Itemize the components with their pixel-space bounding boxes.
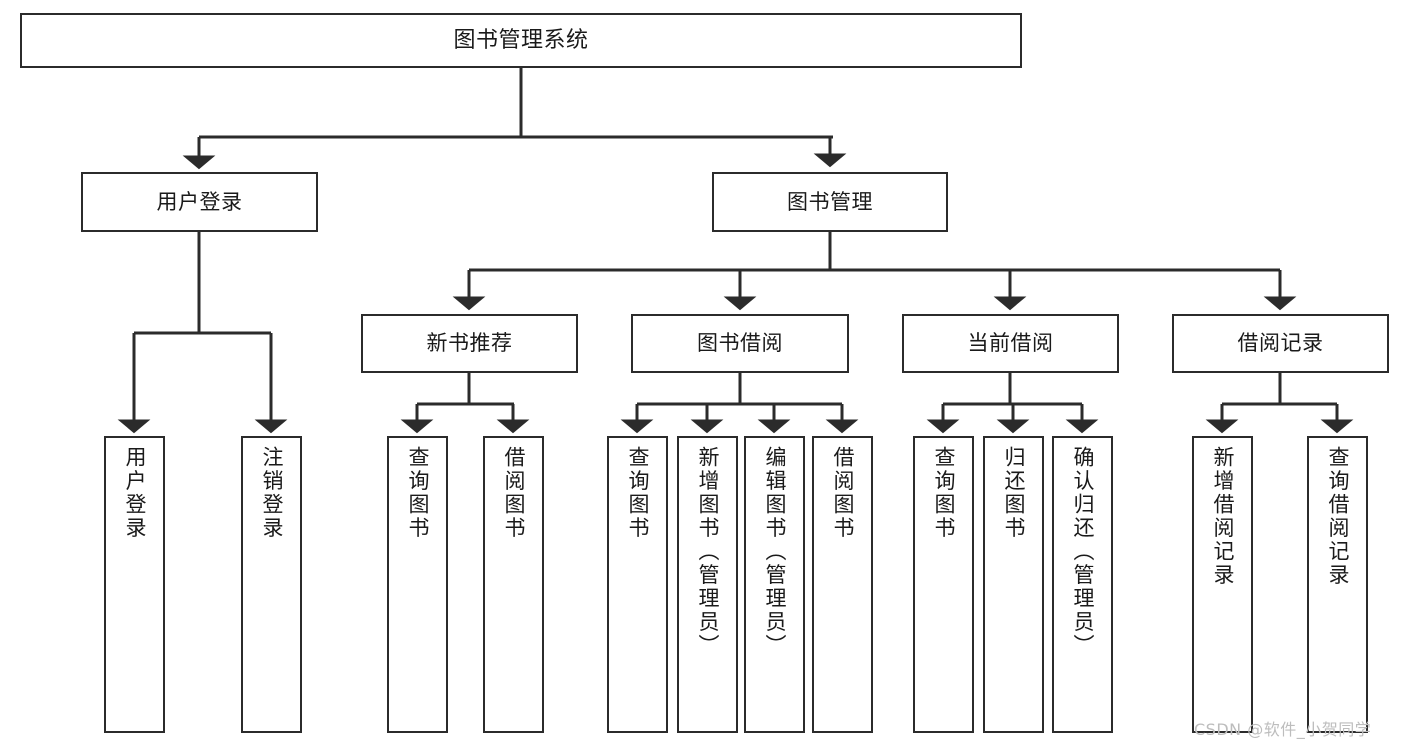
node-current-borrow-label: 当前借阅 [967,331,1054,356]
leaf-current-confirm-return[interactable]: 确认归还（管理员） [1052,436,1113,733]
leaf-current-query[interactable]: 查询图书 [913,436,974,733]
leaf-records-query[interactable]: 查询借阅记录 [1307,436,1368,733]
leaf-new-book-borrow[interactable]: 借阅图书 [483,436,544,733]
node-borrow-records-label: 借阅记录 [1237,331,1324,356]
leaf-user-login-login-label: 用户登录 [123,446,147,540]
leaf-borrow-query[interactable]: 查询图书 [607,436,668,733]
node-book-borrow[interactable]: 图书借阅 [631,314,849,373]
node-book-borrow-label: 图书借阅 [697,331,783,356]
leaf-new-book-query[interactable]: 查询图书 [387,436,448,733]
leaf-borrow-edit-book-label: 编辑图书（管理员） [763,446,787,658]
leaf-user-login-login[interactable]: 用户登录 [104,436,165,733]
leaf-records-add[interactable]: 新增借阅记录 [1192,436,1253,733]
node-new-book-recommend-label: 新书推荐 [426,331,513,356]
node-current-borrow[interactable]: 当前借阅 [902,314,1119,373]
leaf-current-return-label: 归还图书 [1002,446,1026,540]
leaf-records-add-label: 新增借阅记录 [1211,446,1235,587]
leaf-borrow-query-label: 查询图书 [626,446,650,540]
node-new-book-recommend[interactable]: 新书推荐 [361,314,578,373]
node-root[interactable]: 图书管理系统 [20,13,1022,68]
leaf-borrow-add-book[interactable]: 新增图书（管理员） [677,436,738,733]
node-root-label: 图书管理系统 [453,27,589,53]
leaf-borrow-borrow-book-label: 借阅图书 [831,446,855,540]
node-user-login-label: 用户登录 [156,189,243,214]
leaf-borrow-borrow-book[interactable]: 借阅图书 [812,436,873,733]
node-borrow-records[interactable]: 借阅记录 [1172,314,1389,373]
node-user-login[interactable]: 用户登录 [81,172,318,232]
leaf-new-book-borrow-label: 借阅图书 [502,446,526,540]
leaf-user-login-logout[interactable]: 注销登录 [241,436,302,733]
leaf-new-book-query-label: 查询图书 [406,446,430,540]
leaf-borrow-edit-book[interactable]: 编辑图书（管理员） [744,436,805,733]
node-book-management[interactable]: 图书管理 [712,172,948,232]
leaf-current-return[interactable]: 归还图书 [983,436,1044,733]
leaf-current-confirm-return-label: 确认归还（管理员） [1071,446,1095,658]
node-book-management-label: 图书管理 [787,189,873,214]
leaf-records-query-label: 查询借阅记录 [1326,446,1350,587]
leaf-borrow-add-book-label: 新增图书（管理员） [696,446,720,658]
leaf-current-query-label: 查询图书 [932,446,956,540]
leaf-user-login-logout-label: 注销登录 [260,446,284,540]
